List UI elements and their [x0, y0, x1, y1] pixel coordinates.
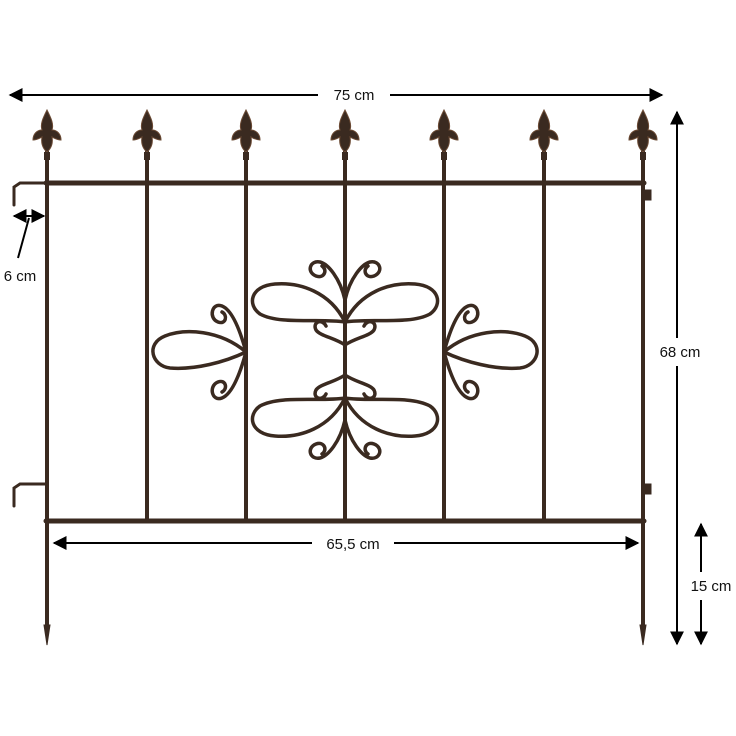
scroll-upper-right-lobe — [343, 282, 440, 324]
scroll-mid-upper-left-curl — [313, 319, 347, 347]
scroll-left-upper-curl — [210, 303, 248, 354]
scroll-right-lower-curl — [442, 350, 480, 401]
upper-left-hook — [12, 181, 49, 207]
lower-right-connector — [642, 483, 652, 495]
upper-right-connector — [642, 189, 652, 201]
scroll-left-lobe — [151, 330, 248, 371]
scroll-top-right-curl — [343, 260, 382, 302]
lower-left-hook — [12, 482, 49, 508]
finial-3 — [231, 108, 261, 160]
hook-depth-leader — [17, 217, 30, 259]
scroll-lower-left-lobe — [250, 396, 347, 438]
scroll-mid-lower-left-curl — [313, 373, 347, 401]
dimension-lines — [8, 88, 708, 646]
inner-width-label: 65,5 cm — [326, 536, 379, 553]
scroll-mid-upper-right-curl — [343, 319, 377, 347]
spike-height-label: 15 cm — [691, 578, 732, 595]
left-spike-tip — [43, 624, 51, 646]
hook-depth-label: 6 cm — [4, 268, 37, 285]
fence-panel — [12, 148, 652, 646]
scroll-bottom-right-curl — [343, 418, 382, 460]
finial-6 — [529, 108, 559, 160]
scroll-right-lobe — [442, 330, 539, 371]
scrollwork-ornament — [151, 260, 539, 460]
finial-7 — [628, 108, 658, 160]
right-spike-tip — [639, 624, 647, 646]
scroll-mid-lower-right-curl — [343, 373, 377, 401]
scroll-upper-left-lobe — [250, 282, 347, 324]
finial-5 — [429, 108, 459, 160]
scroll-bottom-left-curl — [308, 418, 347, 460]
scroll-top-left-curl — [308, 260, 347, 302]
scroll-lower-right-lobe — [343, 396, 440, 438]
scroll-right-upper-curl — [442, 303, 480, 354]
scroll-left-lower-curl — [210, 350, 248, 401]
finial-1 — [32, 108, 62, 160]
finial-2 — [132, 108, 162, 160]
finials — [32, 108, 658, 160]
total-width-label: 75 cm — [334, 87, 375, 104]
total-height-label: 68 cm — [660, 344, 701, 361]
finial-4 — [330, 108, 360, 160]
